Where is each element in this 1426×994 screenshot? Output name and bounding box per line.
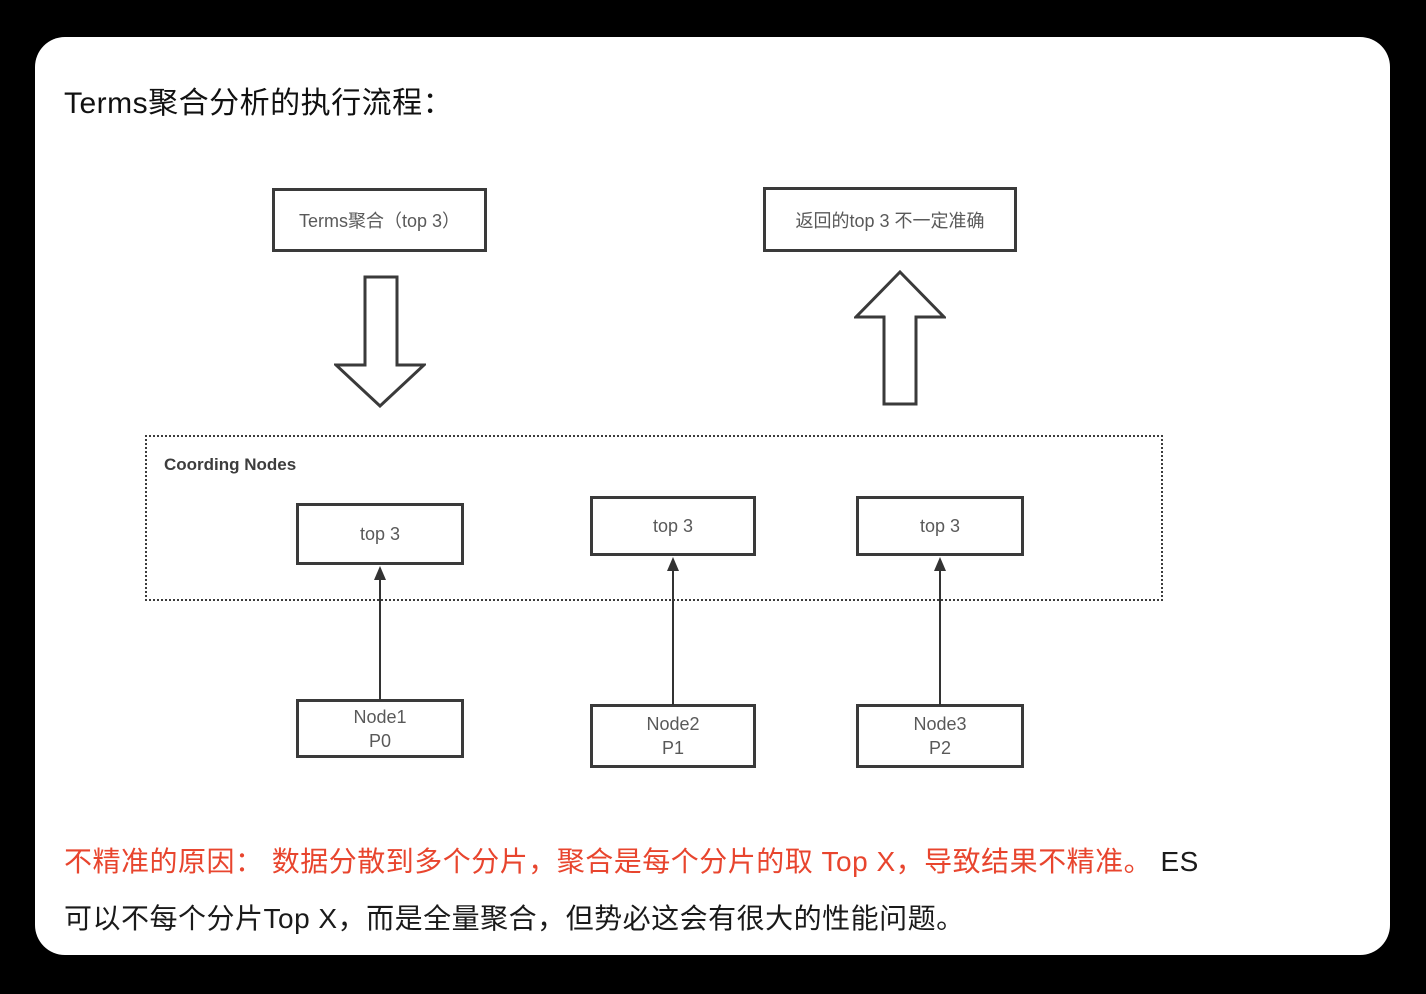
- page-title: Terms聚合分析的执行流程：: [64, 87, 454, 120]
- shard-result-box-2: top 3: [590, 496, 756, 556]
- coordinating-nodes-group: Coording Nodes: [145, 435, 1163, 601]
- shard-result-label: top 3: [919, 515, 961, 536]
- node-shard: P0: [368, 730, 391, 751]
- note-line-2: 可以不每个分片Top X，而是全量聚合，但势必这会有很大的性能问题。: [64, 903, 965, 934]
- coordinating-nodes-label: Coording Nodes: [164, 455, 297, 474]
- node-name: Node1: [353, 706, 407, 727]
- data-node-box-3: Node3 P2: [856, 704, 1024, 768]
- returned-top3-box: 返回的top 3 不一定准确: [763, 187, 1017, 252]
- up-arrow-icon: [934, 557, 946, 705]
- note-red-text: 不精准的原因： 数据分散到多个分片，聚合是每个分片的取 Top X，导致结果不精…: [64, 846, 1153, 877]
- shard-result-box-1: top 3: [296, 503, 464, 565]
- data-node-box-1: Node1 P0: [296, 699, 464, 758]
- note-line1-tail: ES: [1160, 846, 1199, 877]
- node-name: Node3: [913, 714, 967, 734]
- shard-result-label: top 3: [652, 515, 694, 536]
- up-arrow-icon: [667, 557, 679, 705]
- note-line-1: 不精准的原因： 数据分散到多个分片，聚合是每个分片的取 Top X，导致结果不精…: [64, 833, 1344, 890]
- shard-result-box-3: top 3: [856, 496, 1024, 556]
- node-name: Node2: [646, 714, 700, 734]
- node-shard: P1: [661, 738, 684, 758]
- node-shard: P2: [928, 738, 951, 758]
- terms-aggregation-box: Terms聚合（top 3）: [272, 188, 487, 252]
- returned-top3-label: 返回的top 3 不一定准确: [795, 210, 985, 231]
- shard-result-label: top 3: [359, 523, 401, 544]
- block-arrow-up-icon: [854, 270, 946, 406]
- data-node-box-2: Node2 P1: [590, 704, 756, 768]
- terms-aggregation-label: Terms聚合（top 3）: [298, 211, 461, 231]
- explanation-note: 不精准的原因： 数据分散到多个分片，聚合是每个分片的取 Top X，导致结果不精…: [64, 833, 1344, 947]
- block-arrow-down-icon: [334, 275, 426, 408]
- up-arrow-icon: [374, 566, 386, 700]
